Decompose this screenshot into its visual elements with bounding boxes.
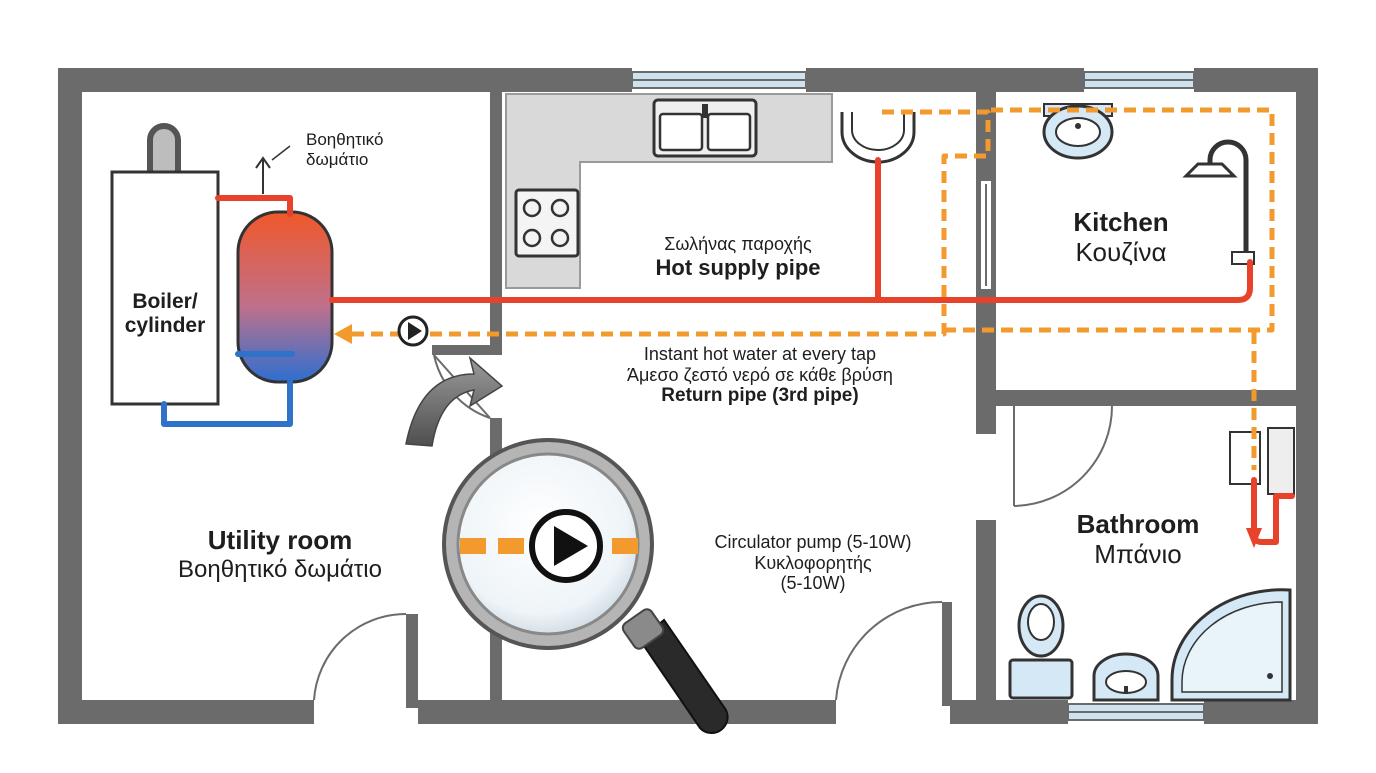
- return-arrow-icon: [334, 324, 352, 344]
- utility-label-gr: Βοηθητικό δωμάτιο: [178, 555, 382, 583]
- bathroom-sink-icon: [1092, 652, 1160, 702]
- pump-label-line3: (5-10W): [780, 573, 846, 594]
- return-pipe-label: Instant hot water at every tap Άμεσο ζεσ…: [590, 344, 930, 407]
- door-swings: [313, 179, 1113, 701]
- vent-pipe-icon: [255, 145, 291, 194]
- outer-walls: [58, 68, 1318, 724]
- pump-icon-large: [529, 509, 603, 583]
- utility-label-en: Utility room: [207, 525, 353, 555]
- four-burner-hob-icon: [514, 188, 580, 258]
- pump-label-line1: Circulator pump (5-10W): [714, 532, 912, 552]
- shower-head-icon: [1182, 139, 1255, 265]
- boiler-cylinder-unit: [110, 123, 334, 406]
- return-pipe: [352, 107, 1275, 470]
- bathroom-label: Bathroom Μπάνιο: [1056, 509, 1220, 570]
- pump-icon-small: [397, 315, 429, 347]
- return-label-en: Return pipe (3rd pipe): [661, 385, 859, 407]
- kitchen-basin-icon: [840, 112, 916, 164]
- instant-label-gr: Άμεσο ζεστό νερό σε κάθε βρύση: [627, 364, 893, 385]
- circulator-pump-label: Circulator pump (5-10W) Κυκλοφορητής (5-…: [690, 532, 936, 594]
- double-sink-icon: [652, 98, 758, 158]
- instant-label-en: Instant hot water at every tap: [643, 344, 877, 364]
- boiler-label-line2: cylinder: [124, 314, 206, 338]
- water-heater-icon: [1229, 427, 1295, 495]
- corner-bathtub-icon: [1170, 588, 1292, 702]
- supply-label-en: Hot supply pipe: [655, 254, 821, 280]
- cold-feed-pipe: [161, 351, 295, 427]
- supply-label-gr: Σωλήνας παροχής: [664, 234, 812, 254]
- boiler-label: Boiler/ cylinder: [112, 290, 218, 338]
- bathroom-label-gr: Μπάνιο: [1094, 538, 1182, 569]
- vent-label-line1: Βοηθητικό: [306, 130, 384, 149]
- vent-label: Βοηθητικό δωμάτιο: [306, 130, 383, 169]
- magnifying-glass-icon: [442, 438, 729, 734]
- kitchen-label-en: Kitchen: [1073, 207, 1169, 237]
- bathroom-label-en: Bathroom: [1076, 509, 1200, 539]
- pump-label-line2: Κυκλοφορητής: [754, 552, 872, 573]
- kitchen-label-gr: Κουζίνα: [1075, 236, 1167, 267]
- windows: [631, 71, 1205, 721]
- vent-label-line2: δωμάτιο: [306, 149, 369, 169]
- utility-room-label: Utility room Βοηθητικό δωμάτιο: [148, 525, 412, 583]
- zoom-pointer-arrow: [405, 355, 504, 447]
- boiler-label-line1: Boiler/: [132, 290, 198, 313]
- hot-arrow-icon: [1246, 528, 1262, 548]
- toilet-icon: [1008, 594, 1074, 700]
- supply-pipe-label: Σωλήνας παροχής Hot supply pipe: [606, 234, 870, 280]
- kitchen-label: Kitchen Κουζίνα: [1046, 207, 1196, 268]
